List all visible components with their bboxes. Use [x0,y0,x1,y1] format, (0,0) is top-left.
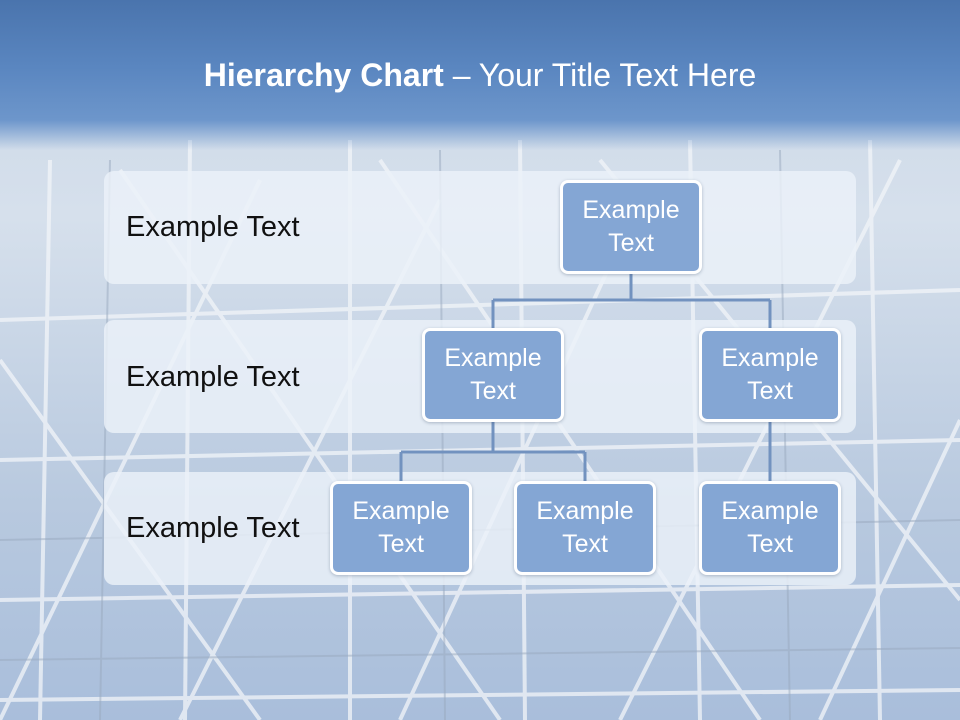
slide-title-rest: – Your Title Text Here [443,57,757,93]
level-1-band [104,171,856,284]
node-level3-left: Example Text [330,481,472,575]
level-2-label: Example Text [126,361,300,393]
slide-title-bold: Hierarchy Chart [203,57,444,93]
node-level3-right: Example Text [699,481,841,575]
slide-title: Hierarchy Chart – Your Title Text Here [0,52,960,98]
node-level3-middle: Example Text [514,481,656,575]
level-3-label: Example Text [126,512,300,544]
level-1-label: Example Text [126,211,300,243]
node-level2-left: Example Text [422,328,564,422]
node-root: Example Text [560,180,702,274]
header-band [0,0,960,150]
node-level2-right: Example Text [699,328,841,422]
